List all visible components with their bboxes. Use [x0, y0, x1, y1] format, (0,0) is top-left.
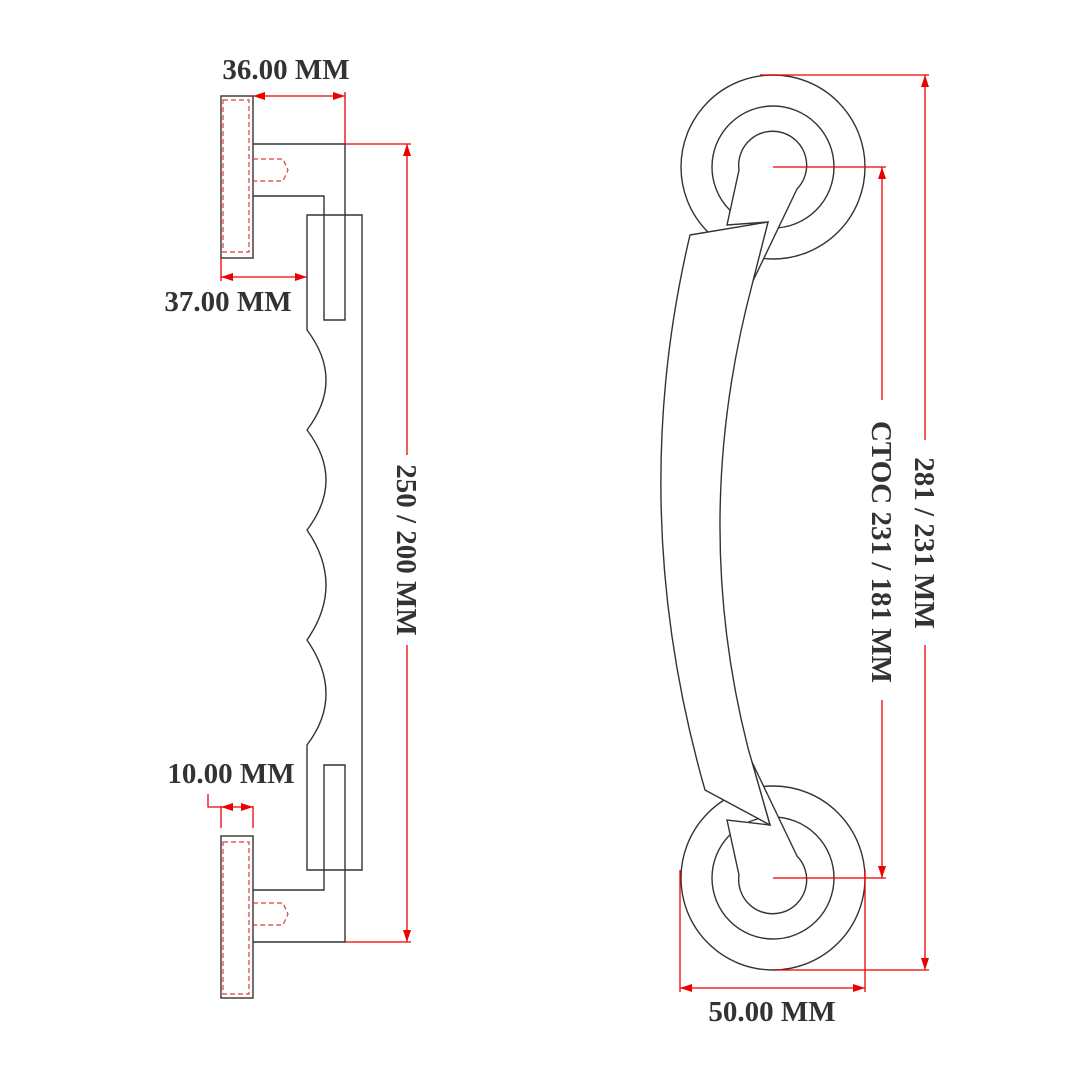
top-arm [253, 143, 346, 321]
dim-label-37: 37.00 MM [164, 286, 291, 318]
bottom-stem [726, 761, 808, 915]
bottom-screw-hidden [253, 902, 289, 926]
grip-bar-side [306, 214, 363, 871]
top-screw-hidden [253, 158, 289, 182]
top-mount [220, 95, 346, 321]
dim-label-36: 36.00 MM [222, 54, 349, 86]
dim-label-50: 50.00 MM [708, 996, 835, 1028]
front-view [660, 74, 866, 971]
handle-bar-front [660, 221, 772, 827]
top-rose-plate [220, 95, 254, 259]
dim-label-250-200: 250 / 200 MM [390, 464, 422, 636]
top-plate-hidden-line [222, 99, 250, 253]
top-stem [726, 130, 808, 284]
dim-label-ctoc: CTOC 231 / 181 MM [865, 421, 897, 683]
dim-label-281-231: 281 / 231 MM [908, 457, 940, 629]
bottom-arm [253, 764, 346, 943]
dim-label-10: 10.00 MM [167, 758, 294, 790]
dimension-lines [207, 74, 929, 992]
bottom-rose-plate [220, 835, 254, 999]
bottom-mount [220, 764, 346, 999]
bottom-plate-hidden-line [222, 841, 250, 995]
side-view [220, 95, 363, 999]
